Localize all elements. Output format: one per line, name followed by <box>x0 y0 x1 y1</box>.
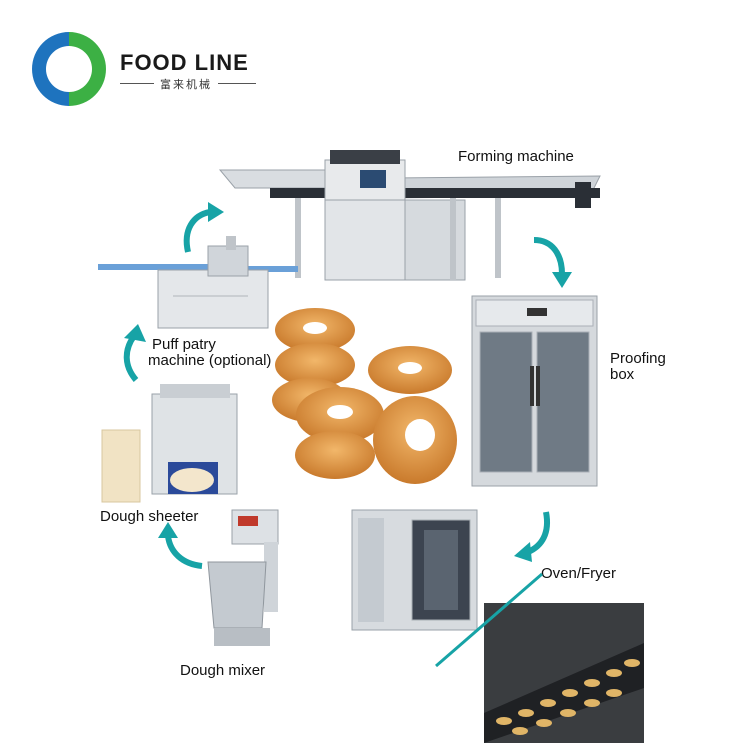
logo-mark-icon <box>32 32 106 106</box>
oven-illustration <box>351 509 478 631</box>
puff-pastry-machine-illustration <box>98 236 298 329</box>
brand-name: FOOD LINE <box>120 50 249 75</box>
brand-logo <box>28 28 110 110</box>
flow-line-oven-to-fryer <box>435 572 543 668</box>
dough-sheeter-label: Dough sheeter <box>100 508 199 525</box>
proofing-box-label-line1: Proofing <box>610 350 666 367</box>
forming-machine-illustration <box>218 150 601 281</box>
puff-pastry-label-line1: Puff patry <box>152 336 216 353</box>
dough-mixer-label: Dough mixer <box>180 662 266 679</box>
dough-mixer-illustration <box>207 509 279 646</box>
forming-machine-label: Forming machine <box>458 148 574 165</box>
puff-pastry-label-line2: machine (optional) <box>148 352 272 369</box>
dough-sheeter-illustration <box>101 384 238 503</box>
proofing-box-illustration <box>471 295 598 487</box>
flow-arrow-forming-to-proofing <box>533 237 572 288</box>
brand-subtitle: 富来机械 <box>160 79 212 91</box>
flow-arrow-mixer-to-sheeter <box>158 522 203 569</box>
flow-arrow-proofing-to-oven <box>514 511 550 562</box>
proofing-box-label-line2: box <box>610 366 635 383</box>
donuts-illustration <box>272 308 457 484</box>
brand-divider-right <box>218 83 256 84</box>
fryer-conveyor-illustration <box>484 603 644 743</box>
oven-fryer-label: Oven/Fryer <box>541 565 617 582</box>
flow-arrow-puff-to-forming <box>183 202 224 253</box>
flow-arrow-sheeter-to-puff <box>123 324 146 382</box>
brand-divider-left <box>120 83 154 84</box>
